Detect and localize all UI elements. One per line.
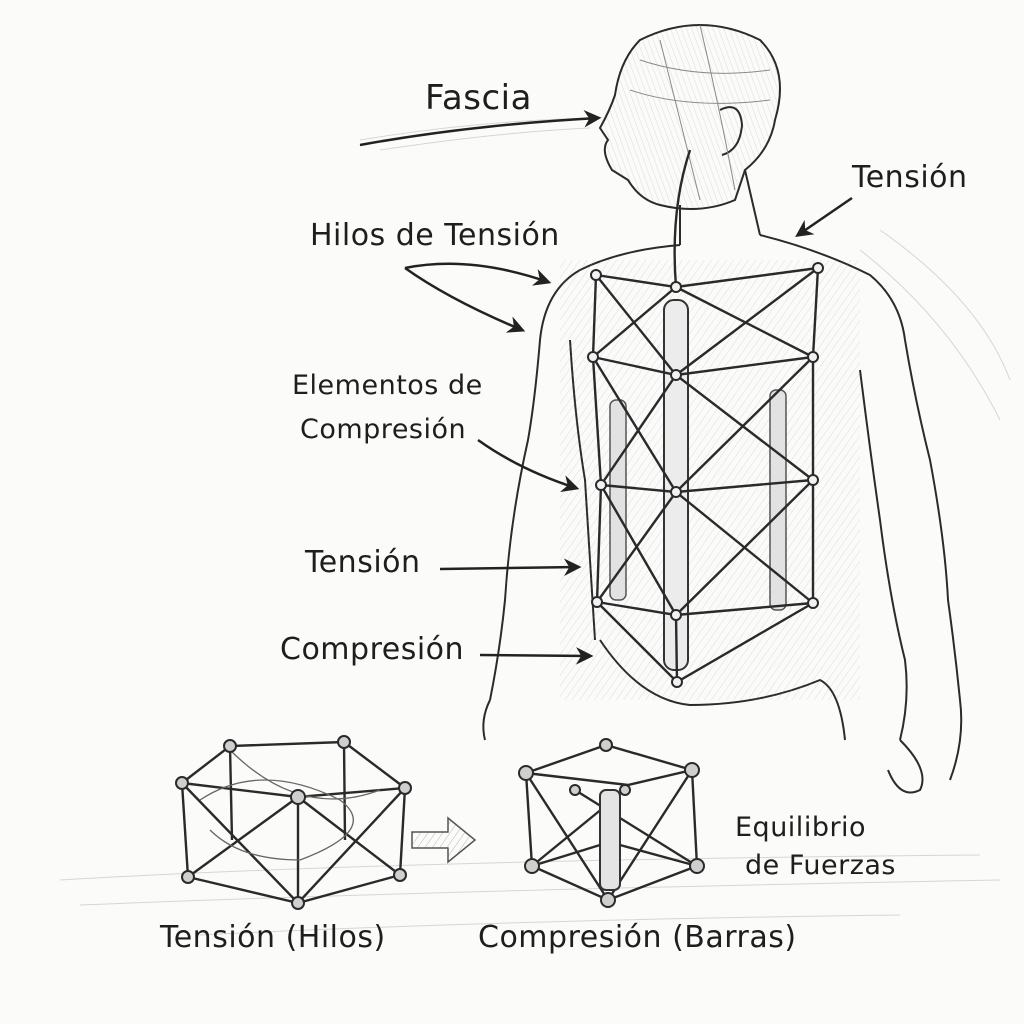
label-fascia: Fascia bbox=[425, 78, 532, 118]
background-hatching bbox=[59, 117, 1011, 936]
torso-nodes bbox=[587, 262, 824, 688]
arrow-fascia bbox=[359, 110, 602, 147]
transition-arrow-icon bbox=[411, 816, 477, 864]
human-figure bbox=[482, 24, 963, 794]
arrow-hilos-1 bbox=[404, 262, 552, 286]
label-elementos-line1: Elementos de bbox=[292, 370, 483, 401]
torso-tensegrity-lattice bbox=[591, 149, 820, 684]
arrow-tension-mid bbox=[439, 558, 582, 576]
arrow-elementos bbox=[477, 438, 580, 493]
compression-model-drawing bbox=[524, 743, 699, 902]
arrow-tension-top bbox=[795, 196, 853, 237]
compression-model-nodes bbox=[518, 738, 705, 908]
tension-model-drawing bbox=[178, 740, 409, 905]
label-compresion-mid: Compresión bbox=[280, 632, 465, 667]
caption-tension-model: Tensión (Hilos) bbox=[160, 920, 386, 955]
label-elementos-line2: Compresión bbox=[300, 414, 467, 445]
label-tension-mid: Tensión bbox=[305, 545, 421, 580]
label-hilos-de-tension: Hilos de Tensión bbox=[310, 218, 560, 253]
tension-model-nodes bbox=[175, 735, 412, 910]
arrow-hilos-2 bbox=[404, 266, 526, 333]
label-equilibrio-line1: Equilibrio bbox=[735, 812, 867, 843]
label-tension-top: Tensión bbox=[852, 160, 968, 195]
label-equilibrio-line2: de Fuerzas bbox=[745, 850, 896, 881]
caption-compression-model: Compresión (Barras) bbox=[478, 920, 797, 955]
arrow-compresion-mid bbox=[479, 647, 594, 665]
label-arrows bbox=[359, 110, 853, 665]
